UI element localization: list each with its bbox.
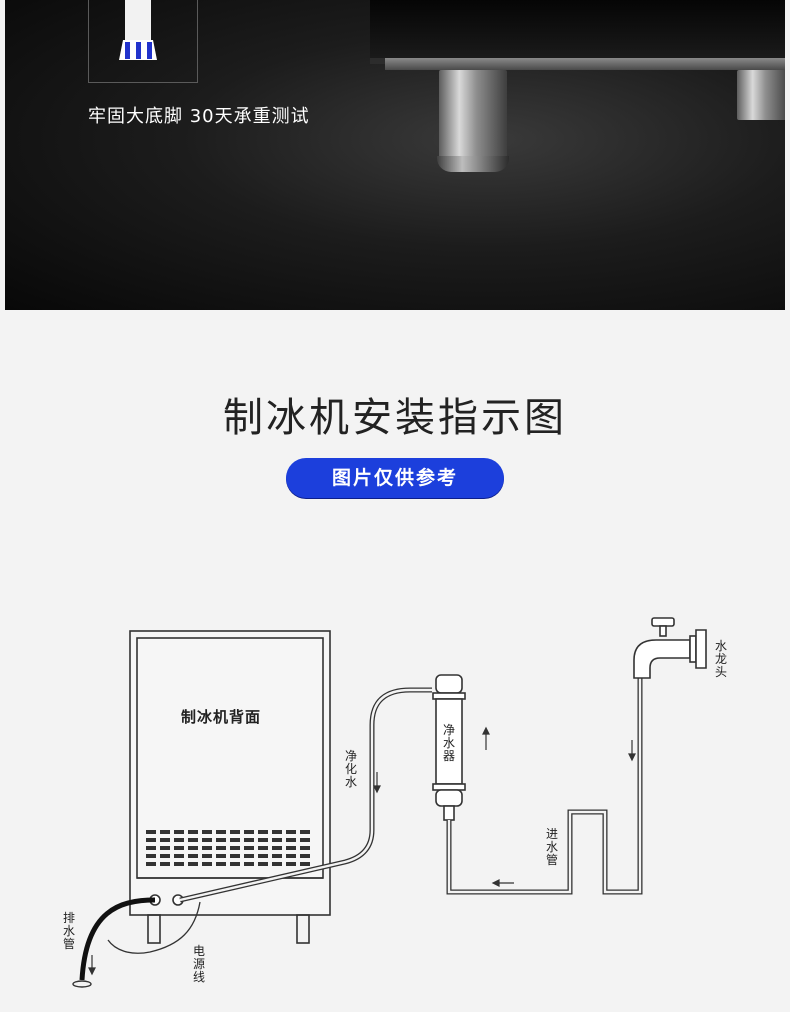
vent-slot bbox=[300, 838, 310, 842]
vent-slot bbox=[272, 854, 282, 858]
vent-slot bbox=[244, 854, 254, 858]
vent-slot bbox=[286, 846, 296, 850]
installation-diagram: 制冰机背面 净化水 净水器 水龙头 进水管 排水管 电源线 bbox=[0, 600, 790, 1012]
vent-slot bbox=[244, 846, 254, 850]
vent-slot bbox=[258, 862, 268, 866]
vent-slot bbox=[160, 862, 170, 866]
vent-slot bbox=[202, 838, 212, 842]
inlet-pipe-label: 进水管 bbox=[545, 828, 559, 867]
vent-slot bbox=[174, 838, 184, 842]
vent-slot bbox=[146, 854, 156, 858]
reference-only-badge: 图片仅供参考 bbox=[286, 458, 504, 498]
vent-slot bbox=[216, 846, 226, 850]
vent-slot bbox=[272, 862, 282, 866]
vent-slot bbox=[258, 838, 268, 842]
purifier-label: 净水器 bbox=[442, 724, 456, 763]
foot-caption: 牢固大底脚 30天承重测试 bbox=[88, 102, 368, 128]
vent-slot bbox=[216, 838, 226, 842]
machine-foot-right bbox=[737, 70, 785, 120]
machine-foot-left bbox=[439, 70, 507, 166]
vent-slot bbox=[188, 838, 198, 842]
vent-slot bbox=[216, 830, 226, 834]
vent-slot bbox=[286, 854, 296, 858]
vent-slot bbox=[160, 854, 170, 858]
drain-pipe-label: 排水管 bbox=[62, 912, 76, 951]
vent-slot bbox=[258, 854, 268, 858]
vent-slot bbox=[216, 854, 226, 858]
vent-slot bbox=[146, 830, 156, 834]
vent-slot bbox=[286, 862, 296, 866]
vent-slot bbox=[202, 862, 212, 866]
vent-slot bbox=[300, 854, 310, 858]
vent-slot bbox=[174, 830, 184, 834]
faucet-label: 水龙头 bbox=[714, 640, 728, 679]
vent-slot bbox=[244, 830, 254, 834]
vent-slot bbox=[230, 830, 240, 834]
vent-slot bbox=[188, 830, 198, 834]
vent-slot bbox=[244, 862, 254, 866]
vent-slot bbox=[272, 830, 282, 834]
vent-slot bbox=[188, 846, 198, 850]
vent-slot bbox=[160, 838, 170, 842]
page-title: 制冰机安装指示图 bbox=[0, 385, 790, 443]
vent-slot bbox=[146, 846, 156, 850]
vent-slot bbox=[174, 854, 184, 858]
vent-slot bbox=[202, 854, 212, 858]
vent-slot bbox=[230, 846, 240, 850]
machine-base-rim bbox=[385, 58, 785, 70]
vent-slot bbox=[146, 838, 156, 842]
purified-water-label: 净化水 bbox=[344, 750, 358, 789]
faucet-icon bbox=[634, 618, 706, 678]
vent-slot bbox=[174, 846, 184, 850]
vent-slot bbox=[174, 862, 184, 866]
foot-detail-inset bbox=[88, 0, 198, 83]
vent-slot bbox=[258, 830, 268, 834]
machine-back-label: 制冰机背面 bbox=[181, 706, 261, 727]
machine-legs bbox=[148, 915, 309, 943]
vent-slot bbox=[230, 838, 240, 842]
vent-slot bbox=[286, 838, 296, 842]
vent-slot bbox=[230, 862, 240, 866]
vent-slot bbox=[286, 830, 296, 834]
diagram-drawing bbox=[0, 600, 790, 1012]
vent-slot bbox=[188, 854, 198, 858]
vent-slot bbox=[160, 830, 170, 834]
vent-slot bbox=[202, 830, 212, 834]
vent-slot bbox=[258, 846, 268, 850]
vent-slot bbox=[272, 838, 282, 842]
vent-slot bbox=[244, 838, 254, 842]
vent-slot bbox=[272, 846, 282, 850]
vent-slot bbox=[160, 846, 170, 850]
vent-slot bbox=[300, 830, 310, 834]
vent-slot bbox=[202, 846, 212, 850]
power-cord-label: 电源线 bbox=[192, 945, 206, 984]
vent-slot bbox=[216, 862, 226, 866]
product-photo-section: 牢固大底脚 30天承重测试 bbox=[5, 0, 785, 310]
vent-slot bbox=[188, 862, 198, 866]
machine-base-photo bbox=[370, 0, 785, 64]
foot-detail-icon bbox=[89, 0, 197, 82]
vent-slot bbox=[230, 854, 240, 858]
vent-slot bbox=[300, 862, 310, 866]
vent-slot bbox=[146, 862, 156, 866]
vent-slot bbox=[300, 846, 310, 850]
